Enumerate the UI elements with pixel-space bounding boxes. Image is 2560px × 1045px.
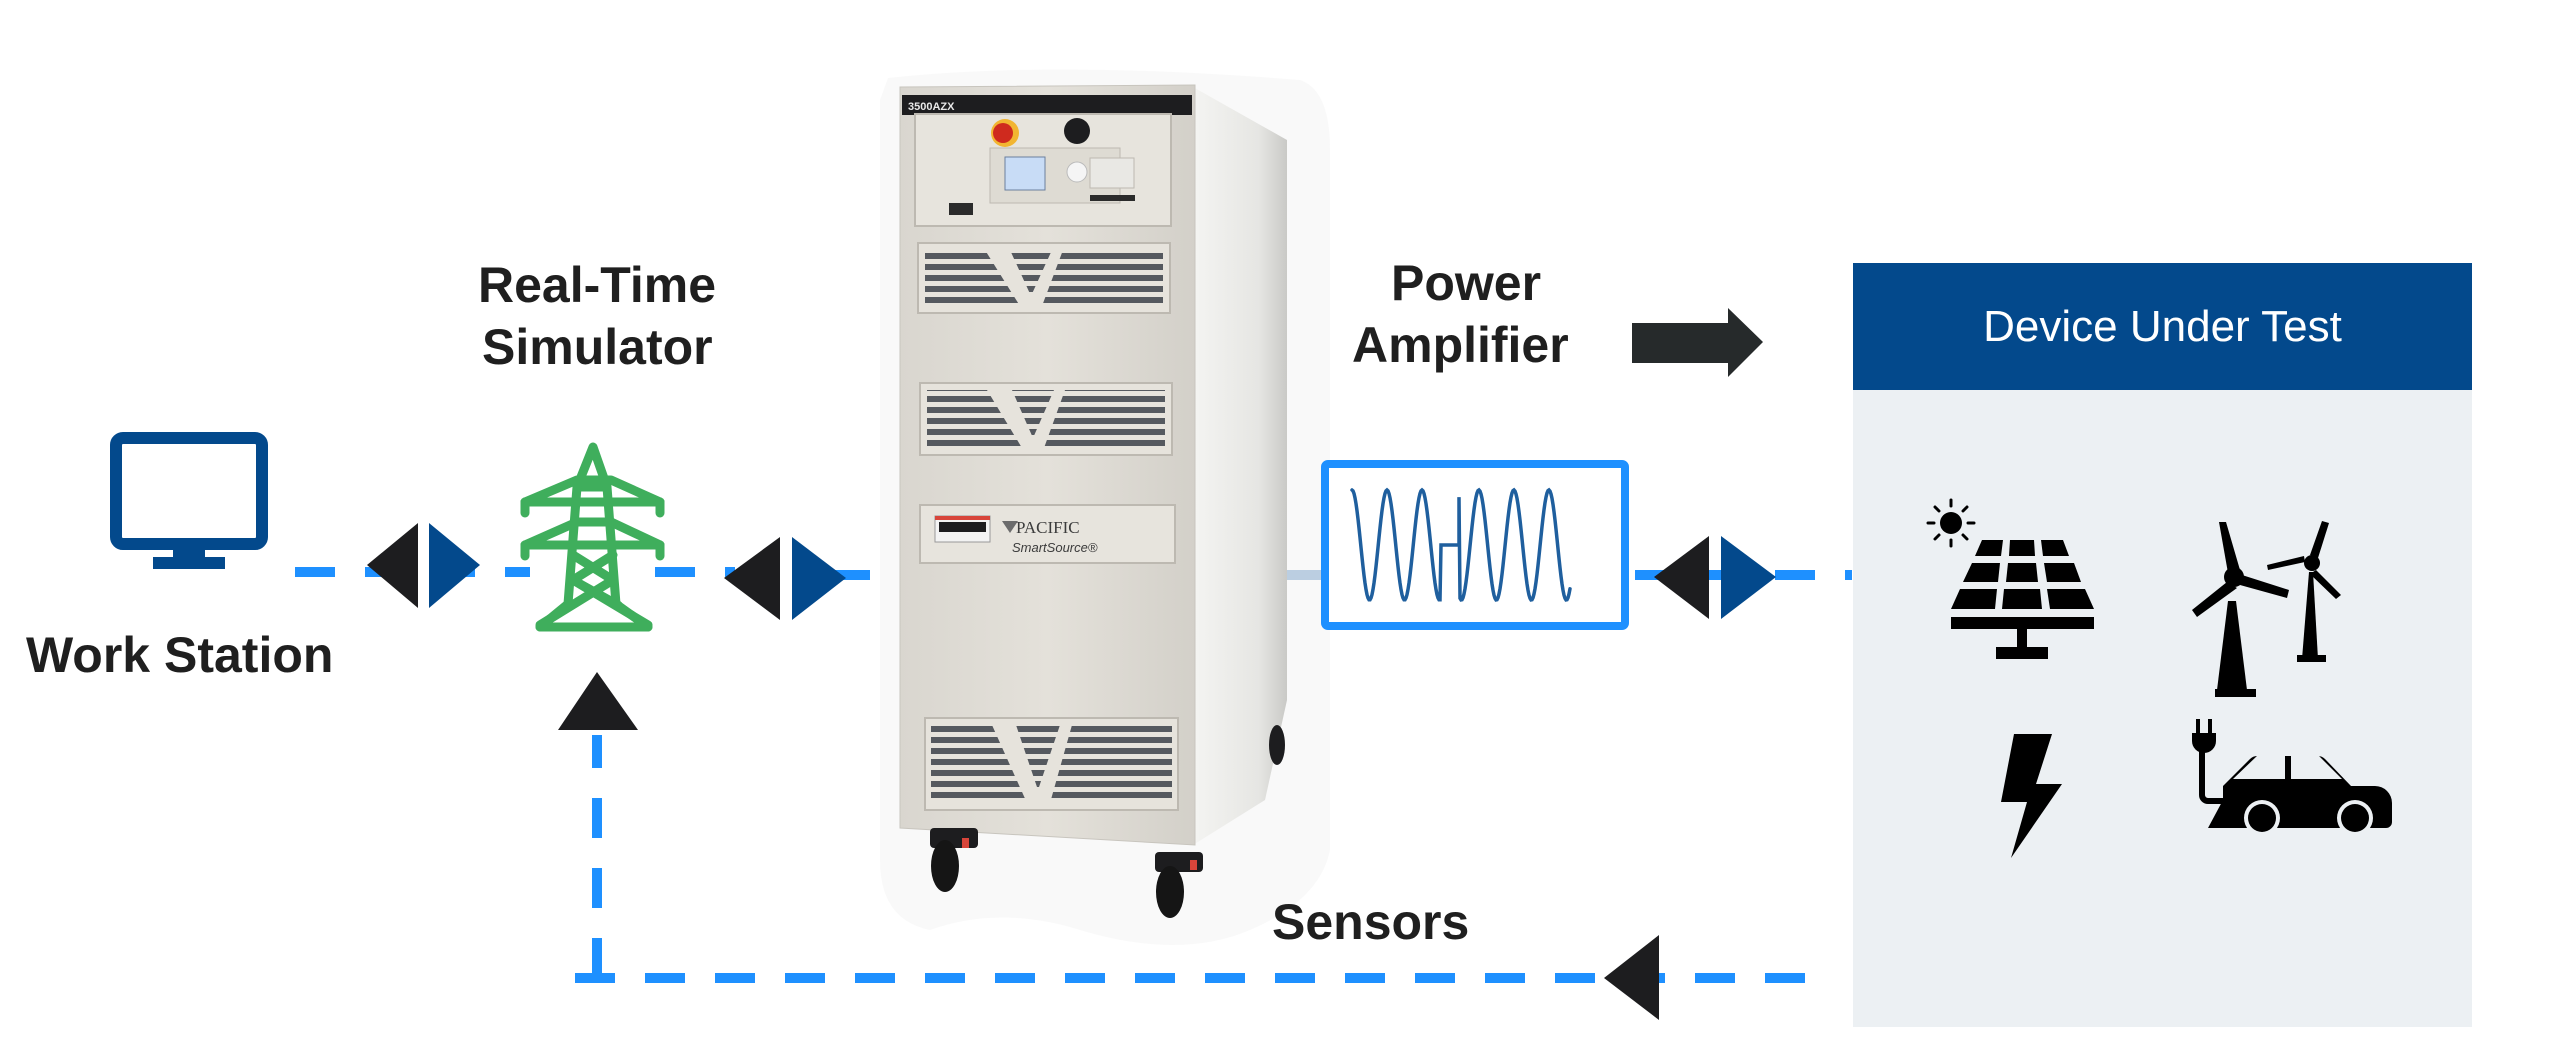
monitor-icon [110,432,268,569]
vent-grille-3 [924,717,1179,811]
simulator-label-line1: Real-Time [478,257,717,313]
amplifier-label-line2: Amplifier [1352,317,1569,373]
product-name: SmartSource® [1012,540,1098,555]
cabinet-sub-label-2 [1090,195,1135,201]
amplifier-label-line1: Power [1391,255,1542,311]
device-under-test-panel: Device Under Test [1853,263,2472,1027]
cabinet-side-panel [1193,87,1287,845]
dut-icons [1926,498,2392,858]
arrow-left-dark [367,523,418,608]
dut-header: Device Under Test [1853,263,2472,390]
front-display-screen [1004,156,1046,191]
cabinet-sub-label [949,203,973,215]
solar-panel-icon [1926,498,2094,659]
brand-name: PACIFIC [1016,518,1080,537]
electric-car-icon [2192,719,2392,836]
arrow-right-blue [1721,536,1776,619]
model-label: 3500AZX [908,101,955,113]
arrow-right-blue [429,523,480,608]
caster-wheel-left [930,828,978,892]
arrow-right-blue [792,537,846,620]
wind-turbine-icon [2192,521,2341,697]
vent-grille-2 [919,382,1173,456]
sensors-left-arrow [1604,935,1659,1020]
sensors-label: Sensors [1272,894,1470,950]
power-amplifier-cabinet: 3500AZX PACIFIC Smar [880,69,1330,945]
bidirectional-arrow-2 [724,537,846,620]
emergency-stop-cap [993,123,1013,143]
dut-title: Device Under Test [1983,301,2342,351]
caster-wheel-rear [1269,725,1285,765]
model-label-strip [902,95,1192,115]
bidirectional-arrow-3 [1654,536,1776,619]
keypad [1089,157,1135,189]
bidirectional-arrow-1 [367,523,480,608]
transmission-tower-icon [520,442,665,632]
pacific-logo-mark [1002,521,1018,533]
workstation-label: Work Station [26,627,334,683]
caster-wheel-right [1155,852,1203,918]
sine-wave-with-phase-jump-icon [1350,487,1572,602]
vent-grille-1 [917,242,1171,314]
power-flow-arrow [1632,308,1763,377]
arrow-left-dark [1654,536,1709,619]
simulator-label-line2: Simulator [482,319,713,375]
brand-panel: PACIFIC SmartSource® [919,504,1176,564]
key-switch [1064,118,1090,144]
waveform-box [1321,460,1629,630]
feedback-up-arrow [558,672,638,730]
lightning-bolt-icon [2001,734,2062,858]
arrow-left-dark [724,537,780,620]
control-knob [1066,161,1088,183]
